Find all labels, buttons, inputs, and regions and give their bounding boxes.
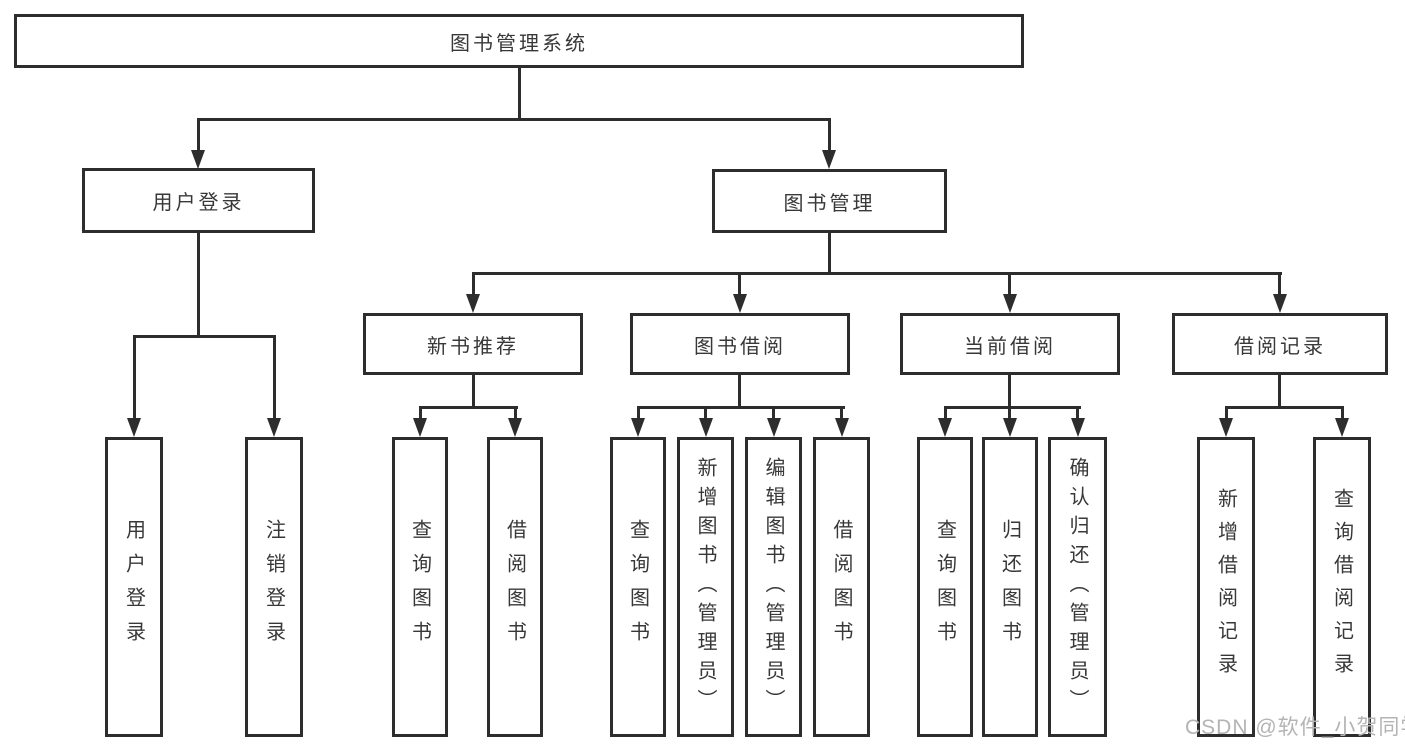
leaf-query-books: 查询图书: [392, 437, 448, 737]
connector-line: [1278, 272, 1281, 296]
arrow-down-icon: [1273, 294, 1287, 313]
connector-line: [472, 375, 475, 406]
connector-line: [772, 406, 775, 420]
connector-line: [1076, 406, 1079, 420]
node-library-management-system: 图书管理系统: [14, 14, 1024, 68]
connector-line: [944, 406, 1081, 409]
connector-line: [472, 272, 1282, 275]
leaf-borrow-books: 借阅图书: [487, 437, 543, 737]
leaf-query-books: 查询图书: [610, 437, 666, 737]
arrow-down-icon: [191, 150, 205, 169]
leaf-add-book-admin: 新增图书（管理员）: [677, 437, 734, 737]
leaf-borrow-books: 借阅图书: [813, 437, 870, 737]
leaf-confirm-return-admin: 确认归还（管理员）: [1048, 437, 1107, 737]
node-new-book-recommendation: 新书推荐: [363, 313, 583, 375]
node-book-management: 图书管理: [712, 169, 947, 233]
connector-line: [637, 406, 640, 420]
leaf-user-login: 用户登录: [105, 437, 163, 737]
connector-line: [1008, 375, 1011, 406]
arrow-down-icon: [466, 294, 480, 313]
connector-line: [1008, 272, 1011, 296]
connector-line: [197, 118, 831, 121]
arrow-down-icon: [631, 418, 645, 437]
connector-line: [704, 406, 707, 420]
node-current-borrowing: 当前借阅: [900, 313, 1120, 375]
connector-line: [419, 406, 422, 420]
node-borrowing-records: 借阅记录: [1172, 313, 1388, 375]
arrow-down-icon: [699, 418, 713, 437]
leaf-add-borrow-record: 新增借阅记录: [1197, 437, 1255, 737]
connector-line: [273, 335, 276, 419]
leaf-query-books: 查询图书: [917, 437, 973, 737]
connector-line: [1225, 406, 1344, 409]
connector-line: [472, 272, 475, 296]
arrow-down-icon: [413, 418, 427, 437]
leaf-edit-book-admin: 编辑图书（管理员）: [745, 437, 802, 737]
connector-line: [944, 406, 947, 420]
arrow-down-icon: [127, 418, 141, 437]
connector-line: [133, 335, 276, 338]
arrow-down-icon: [835, 418, 849, 437]
arrow-down-icon: [1219, 418, 1233, 437]
leaf-query-borrow-record: 查询借阅记录: [1313, 437, 1371, 737]
connector-line: [419, 406, 518, 409]
connector-line: [828, 233, 831, 275]
arrow-down-icon: [767, 418, 781, 437]
connector-line: [514, 406, 517, 420]
arrow-down-icon: [1071, 418, 1085, 437]
connector-line: [1008, 406, 1011, 420]
arrow-down-icon: [1003, 294, 1017, 313]
connector-line: [518, 68, 521, 118]
connector-line: [828, 118, 831, 152]
connector-line: [197, 233, 200, 335]
arrow-down-icon: [938, 418, 952, 437]
leaf-return-books: 归还图书: [982, 437, 1038, 737]
connector-line: [1278, 375, 1281, 406]
arrow-down-icon: [508, 418, 522, 437]
node-book-borrowing: 图书借阅: [630, 313, 850, 375]
leaf-logout: 注销登录: [245, 437, 303, 737]
connector-line: [637, 406, 845, 409]
connector-line: [840, 406, 843, 420]
arrow-down-icon: [822, 150, 836, 169]
arrow-down-icon: [1335, 418, 1349, 437]
connector-line: [197, 118, 200, 152]
node-user-login: 用户登录: [82, 168, 315, 233]
connector-line: [738, 375, 741, 406]
arrow-down-icon: [1003, 418, 1017, 437]
arrow-down-icon: [733, 294, 747, 313]
arrow-down-icon: [267, 418, 281, 437]
connector-line: [1341, 406, 1344, 420]
connector-line: [738, 272, 741, 296]
watermark: CSDN @软件_小贺同学: [1185, 716, 1405, 739]
connector-line: [1225, 406, 1228, 420]
connector-line: [133, 335, 136, 419]
